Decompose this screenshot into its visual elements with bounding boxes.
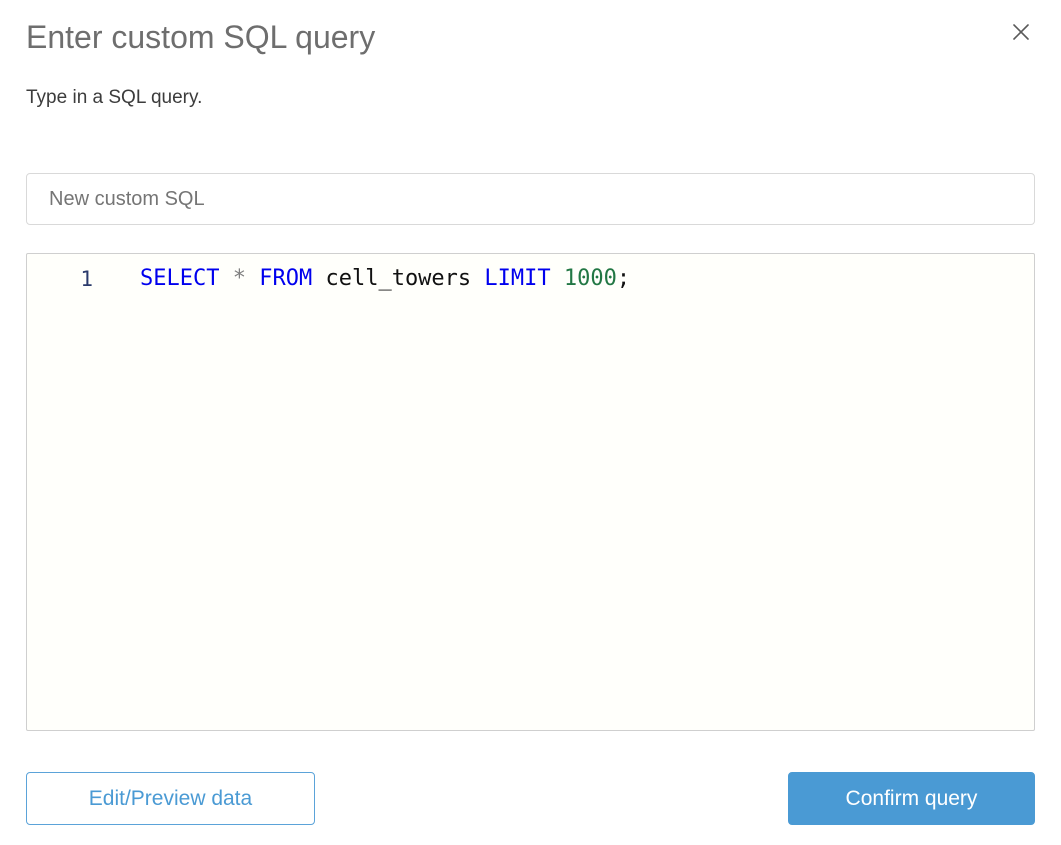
sql-token-plain: cell_towers xyxy=(325,266,472,291)
sql-code-editor[interactable]: 1 SELECT * FROM cell_towers LIMIT 1000; xyxy=(26,253,1035,731)
sql-token-keyword: SELECT xyxy=(140,266,220,291)
sql-token-keyword: FROM xyxy=(259,266,313,291)
sql-token-plain xyxy=(471,266,484,291)
confirm-query-button[interactable]: Confirm query xyxy=(788,772,1035,825)
sql-token-plain xyxy=(219,266,232,291)
dialog-subtitle: Type in a SQL query. xyxy=(26,87,203,108)
sql-token-number: 1000 xyxy=(563,266,617,291)
edit-preview-data-button[interactable]: Edit/Preview data xyxy=(26,772,315,825)
sql-token-keyword: LIMIT xyxy=(484,266,551,291)
code-content: SELECT * FROM cell_towers LIMIT 1000; xyxy=(93,264,630,294)
close-icon[interactable] xyxy=(1003,14,1039,50)
sql-token-plain xyxy=(312,266,325,291)
sql-token-punct: ; xyxy=(616,266,631,291)
page-title: Enter custom SQL query xyxy=(26,19,376,55)
sql-token-operator: * xyxy=(232,266,246,291)
sql-name-input[interactable] xyxy=(26,173,1035,225)
code-line: 1 SELECT * FROM cell_towers LIMIT 1000; xyxy=(27,254,1034,296)
sql-token-plain xyxy=(246,266,259,291)
sql-token-plain xyxy=(551,266,564,291)
line-number: 1 xyxy=(80,267,93,291)
